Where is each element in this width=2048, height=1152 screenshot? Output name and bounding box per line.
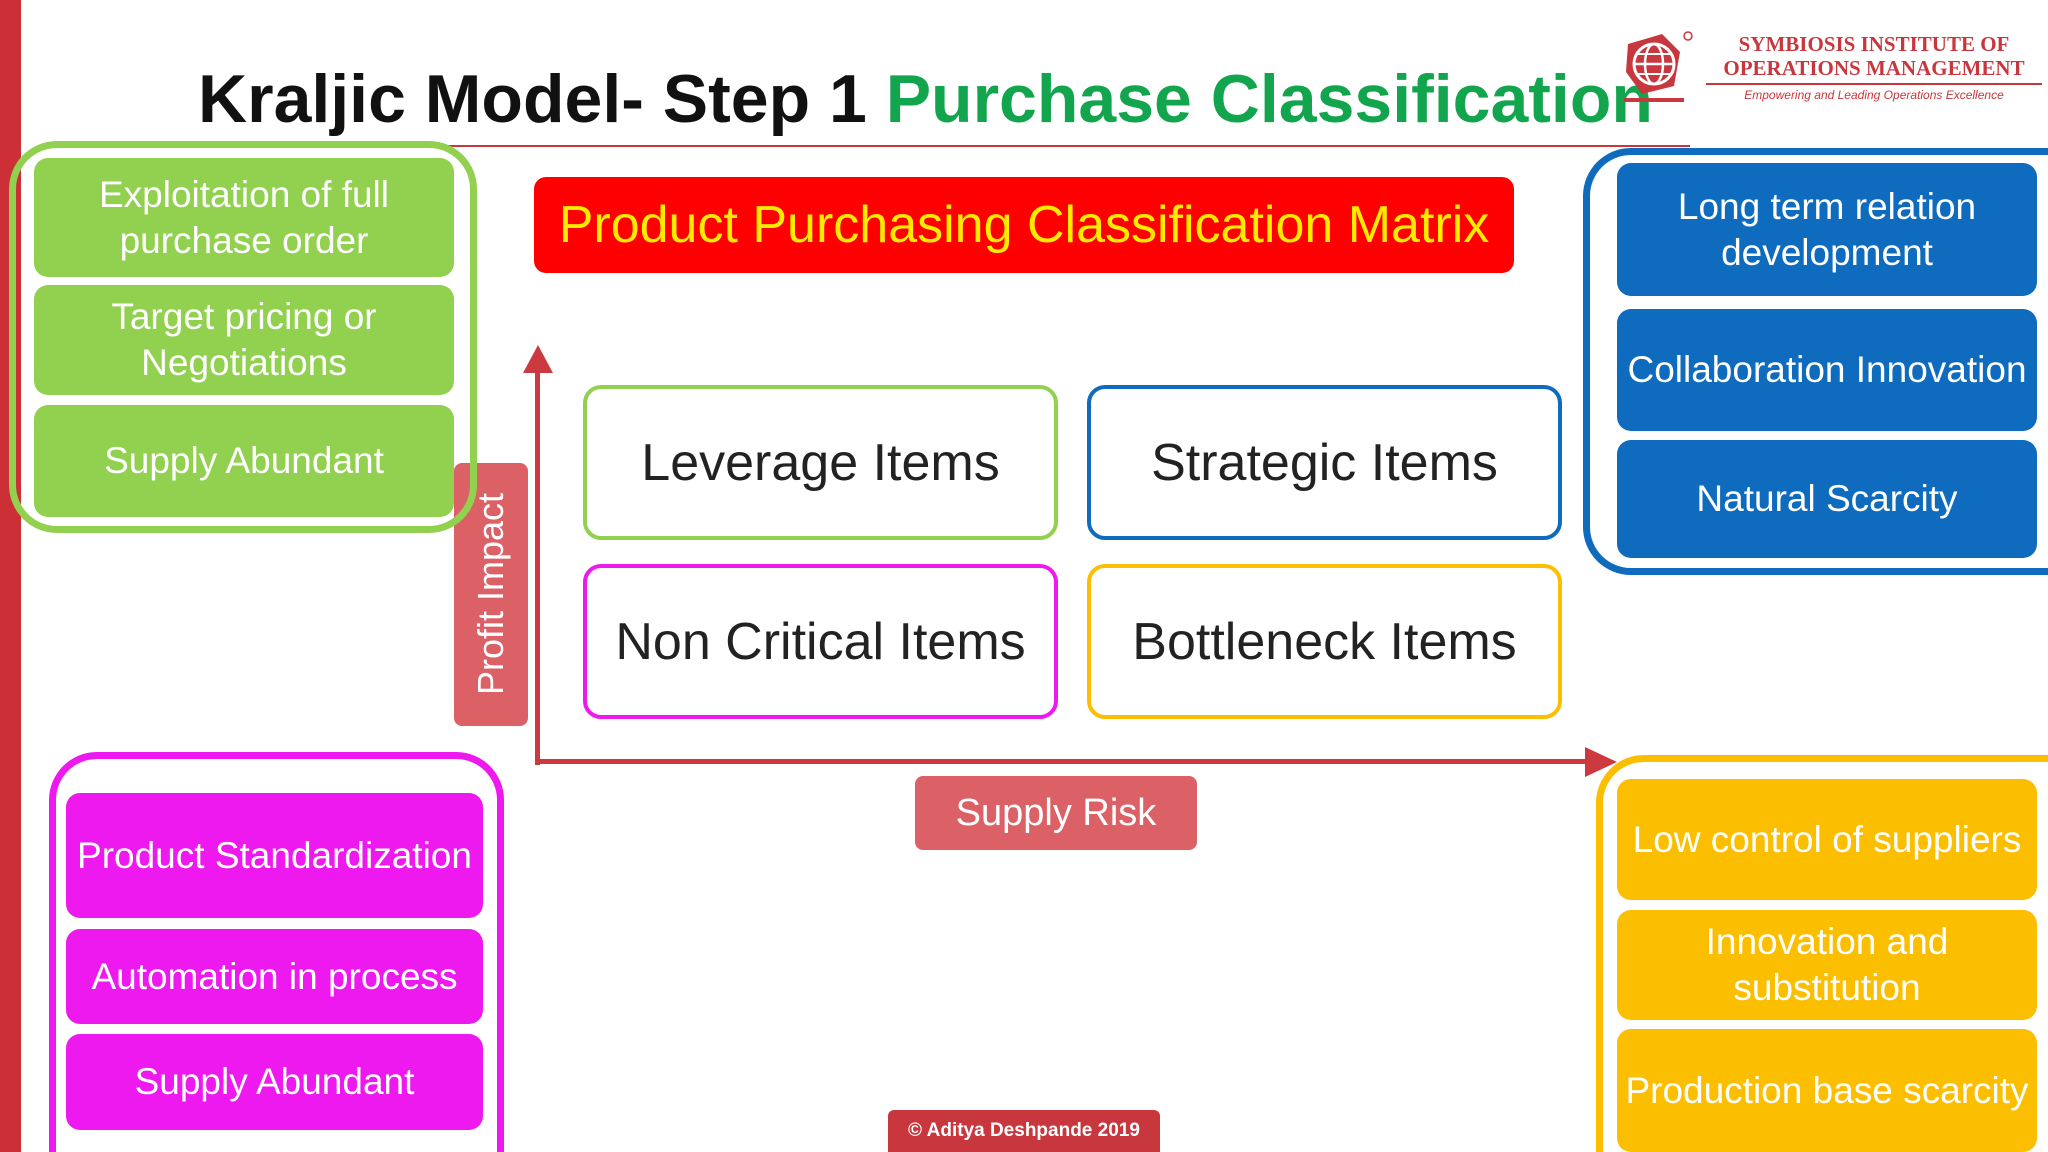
list-item: Long term relation development <box>1617 163 2037 296</box>
logo-divider <box>1706 83 2042 85</box>
profit-impact-label: Profit Impact <box>470 492 511 696</box>
list-item: Natural Scarcity <box>1617 440 2037 558</box>
list-item: Supply Abundant <box>34 405 454 517</box>
supply-risk-label: Supply Risk <box>915 776 1197 850</box>
quadrant-strategic-items: Strategic Items <box>1087 385 1562 540</box>
profit-impact-axis <box>535 360 540 765</box>
list-item: Exploitation of full purchase order <box>34 158 454 277</box>
bottleneck-strategies-group <box>1596 755 2048 1152</box>
up-arrow-icon <box>523 345 553 373</box>
list-item: Collaboration Innovation <box>1617 309 2037 431</box>
institute-logo: SYMBIOSIS INSTITUTE OF OPERATIONS MANAGE… <box>1622 26 2042 116</box>
title-main: Kraljic Model- Step 1 <box>198 61 886 137</box>
title-underline <box>400 145 1690 147</box>
list-item: Product Standardization <box>66 793 483 918</box>
leverage-strategies-group <box>9 141 477 533</box>
matrix-title-banner: Product Purchasing Classification Matrix <box>534 177 1514 273</box>
quadrant-non-critical-items: Non Critical Items <box>583 564 1058 719</box>
list-item: Supply Abundant <box>66 1034 483 1130</box>
title-highlight: Purchase Classification <box>885 61 1653 137</box>
logo-name-line2: OPERATIONS MANAGEMENT <box>1723 56 2025 80</box>
list-item: Low control of suppliers <box>1617 779 2037 900</box>
slide-title: Kraljic Model- Step 1 Purchase Classific… <box>198 56 1698 142</box>
list-item: Production base scarcity <box>1617 1029 2037 1152</box>
globe-logo-icon <box>1622 30 1694 106</box>
strategic-strategies-group <box>1583 148 2048 575</box>
supply-risk-axis <box>535 759 1585 764</box>
logo-name-line1: SYMBIOSIS INSTITUTE OF <box>1738 32 2010 56</box>
non-critical-strategies-group <box>49 752 504 1152</box>
logo-tagline: Empowering and Leading Operations Excell… <box>1744 88 2004 102</box>
quadrant-bottleneck-items: Bottleneck Items <box>1087 564 1562 719</box>
copyright-footer: © Aditya Deshpande 2019 <box>888 1110 1160 1152</box>
list-item: Target pricing or Negotiations <box>34 285 454 395</box>
list-item: Automation in process <box>66 929 483 1024</box>
list-item: Innovation and substitution <box>1617 910 2037 1020</box>
quadrant-leverage-items: Leverage Items <box>583 385 1058 540</box>
